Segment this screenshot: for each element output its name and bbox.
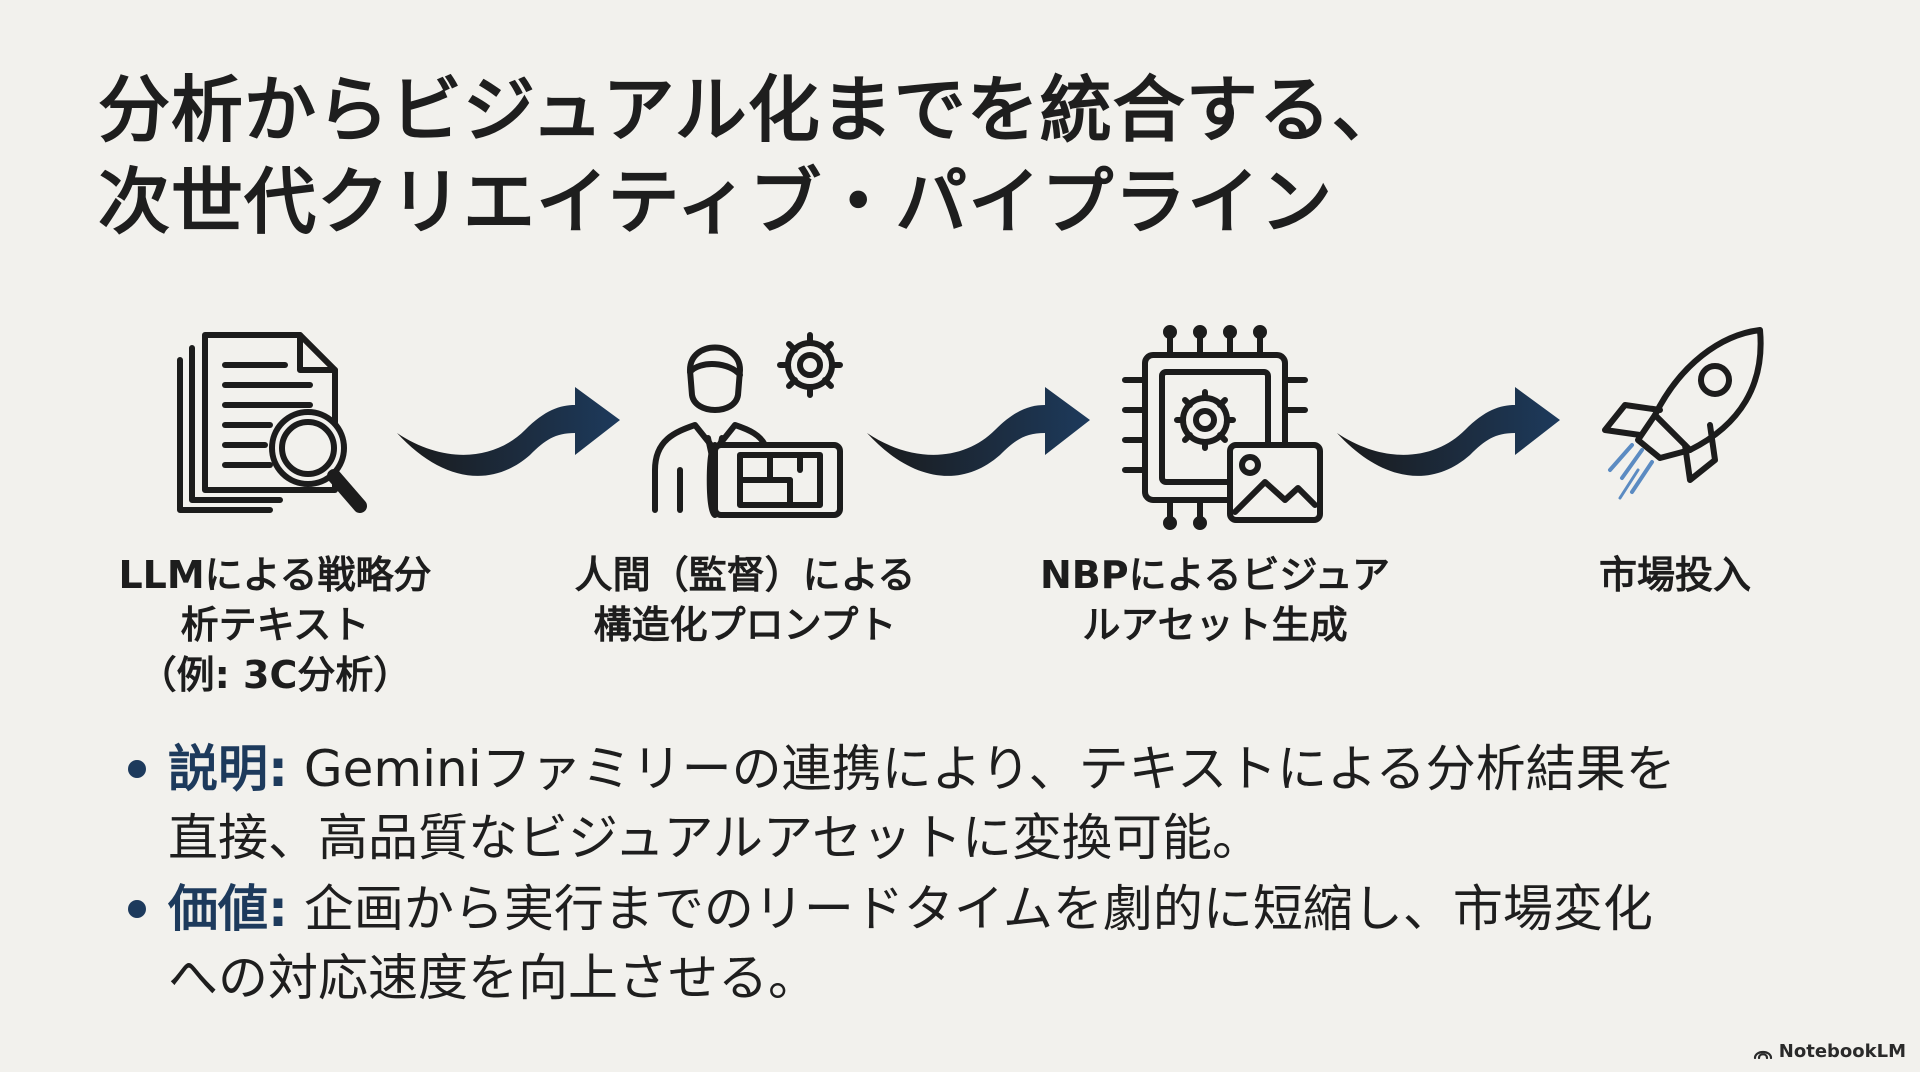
step-label-3: NBPによるビジュア ルアセット生成 xyxy=(1025,550,1405,650)
flow-arrow-3-icon xyxy=(1337,387,1560,476)
bullet-2-line-2: への対応速度を向上させる。 xyxy=(168,949,818,1007)
watermark-text: NotebookLM xyxy=(1778,1041,1906,1062)
document-search-icon xyxy=(177,332,367,513)
bullet-2-text-1: 企画から実行までのリードタイムを劇的に短縮し、市場変化 xyxy=(288,880,1653,938)
bullet-1-text-1: Geminiファミリーの連携により、テキストによる分析結果を xyxy=(288,740,1676,798)
flow-arrow-1-icon xyxy=(397,387,620,476)
step-label-3-line-1: NBPによるビジュア xyxy=(1039,553,1391,597)
bullet-1-label: 説明: xyxy=(168,740,288,798)
page-title: 分析からビジュアル化までを統合する、 次世代クリエイティブ・パイプライン xyxy=(98,64,1598,248)
bullet-1-line-1: 説明: Geminiファミリーの連携により、テキストによる分析結果を xyxy=(168,735,1840,804)
bullet-2-label: 価値: xyxy=(168,880,288,938)
step-label-1: LLMによる戦略分 析テキスト （例: 3C分析） xyxy=(85,550,465,700)
step-label-4: 市場投入 xyxy=(1485,550,1865,600)
title-line-1: 分析からビジュアル化までを統合する、 xyxy=(98,68,1405,152)
step-label-2-line-2: 構造化プロンプト xyxy=(593,603,897,647)
person-gear-blueprint-icon xyxy=(652,332,843,518)
flow-arrow-2-icon xyxy=(867,387,1090,476)
bullet-dot-icon xyxy=(128,760,146,778)
chip-gear-image-icon xyxy=(1122,325,1323,530)
step-label-4-line-1: 市場投入 xyxy=(1598,553,1751,597)
step-label-1-line-2: 析テキスト xyxy=(180,603,370,647)
notebooklm-watermark: NotebookLM xyxy=(1753,1041,1906,1062)
step-label-1-line-3: （例: 3C分析） xyxy=(138,653,412,697)
bullet-item-description: 説明: Geminiファミリーの連携により、テキストによる分析結果を 直接、高品… xyxy=(120,735,1840,873)
step-label-2: 人間（監督）による 構造化プロンプト xyxy=(555,550,935,650)
step-label-1-line-1: LLMによる戦略分 xyxy=(118,553,432,597)
step-label-2-line-1: 人間（監督）による xyxy=(574,553,916,597)
bullet-1-line-2: 直接、高品質なビジュアルアセットに変換可能。 xyxy=(168,809,1262,867)
bullet-list: 説明: Geminiファミリーの連携により、テキストによる分析結果を 直接、高品… xyxy=(120,735,1840,1015)
notebooklm-logo-icon xyxy=(1753,1050,1772,1059)
bullet-2-line-1: 価値: 企画から実行までのリードタイムを劇的に短縮し、市場変化 xyxy=(168,875,1840,944)
step-label-3-line-2: ルアセット生成 xyxy=(1082,603,1348,647)
bullet-item-value: 価値: 企画から実行までのリードタイムを劇的に短縮し、市場変化 への対応速度を向… xyxy=(120,875,1840,1013)
title-line-2: 次世代クリエイティブ・パイプライン xyxy=(98,160,1334,244)
rocket-icon xyxy=(1602,327,1764,500)
pipeline-flow: LLMによる戦略分 析テキスト （例: 3C分析） 人間（監督）による 構造化プ… xyxy=(0,300,1920,720)
bullet-dot-icon xyxy=(128,900,146,918)
